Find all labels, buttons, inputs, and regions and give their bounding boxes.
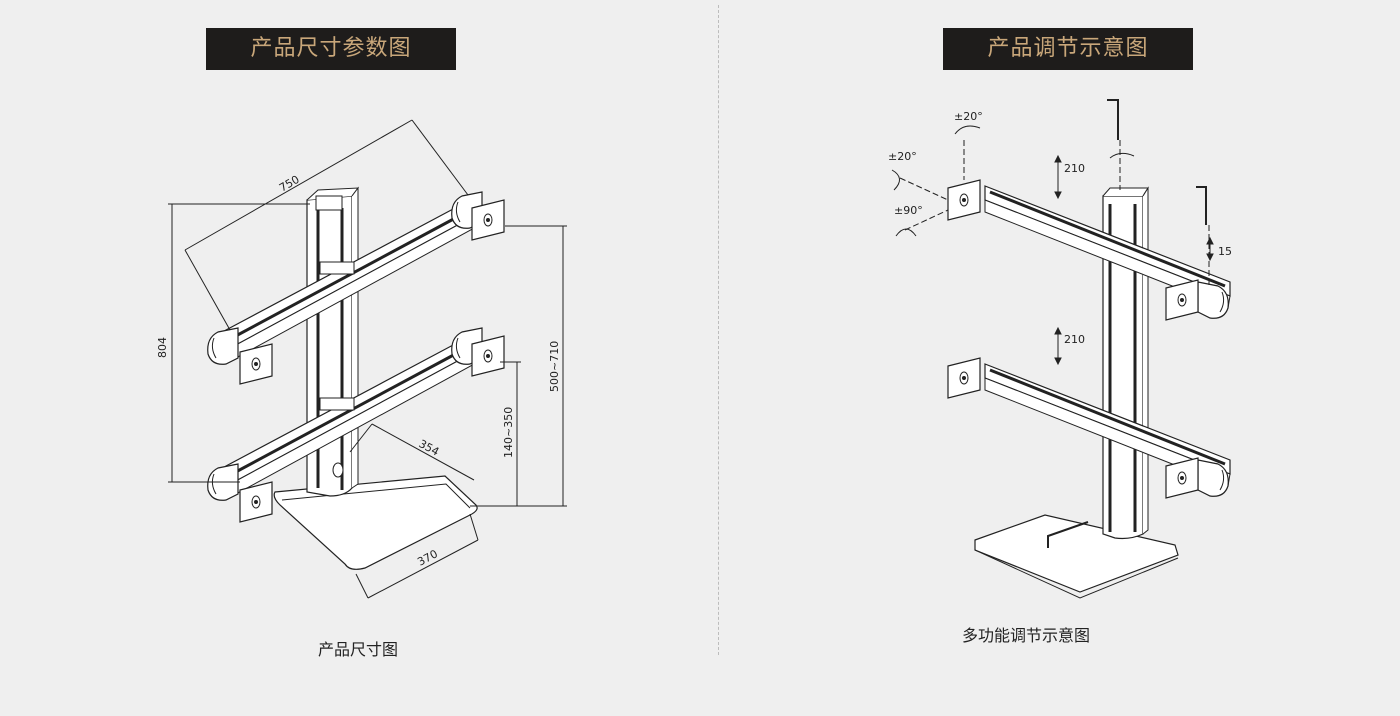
vertical-adjust-label: 15	[1218, 245, 1232, 258]
right-caption: 多功能调节示意图	[962, 626, 1091, 645]
swivel-left-label: ±20°	[888, 150, 917, 163]
tilt-top-label: ±20°	[954, 110, 983, 123]
height-adjust-top-label: 210	[1064, 162, 1085, 175]
total-height-label: 804	[156, 337, 169, 358]
height-range-label: 500~710	[548, 341, 561, 392]
arm-width-label: 750	[277, 173, 302, 195]
left-panel-title: 产品尺寸参数图	[206, 28, 456, 70]
left-caption: 产品尺寸图	[318, 640, 399, 659]
right-panel-title: 产品调节示意图	[943, 28, 1193, 70]
arm-height-range-label: 140~350	[502, 407, 515, 458]
adjustment-drawing	[891, 99, 1231, 599]
dimension-drawing	[168, 119, 567, 599]
panel-divider	[718, 5, 719, 655]
base-width-label: 370	[415, 547, 440, 568]
rotate-label: ±90°	[894, 204, 923, 217]
height-adjust-bottom-label: 210	[1064, 333, 1085, 346]
